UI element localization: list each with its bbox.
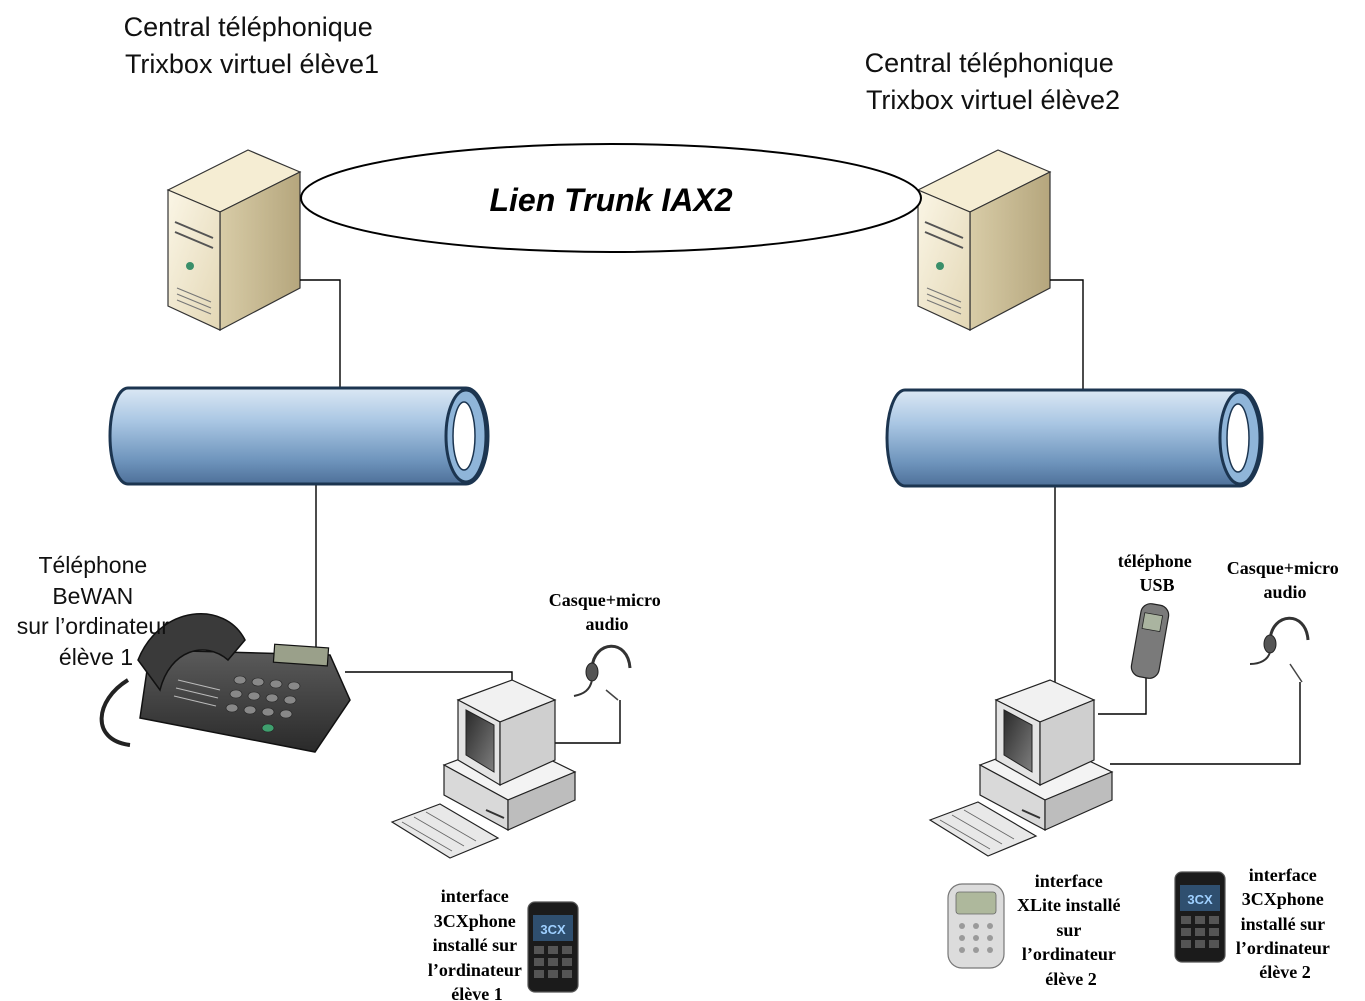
xlite-right-label: interface XLite installé sur l’ordinateu… bbox=[1017, 871, 1125, 989]
usb-phone-icon bbox=[1130, 603, 1170, 679]
xlite-phone-icon bbox=[947, 883, 1005, 969]
headset-right-icon bbox=[1249, 616, 1310, 683]
phone-bewan-label: Téléphone BeWAN sur l’ordinateur élève 1 bbox=[17, 552, 176, 670]
logo-3cx-right: 3CX bbox=[1187, 892, 1213, 907]
server-right-label: Central téléphonique Trixbox virtuel élè… bbox=[865, 48, 1122, 115]
computer-right-icon bbox=[928, 679, 1114, 857]
trunk-ellipse bbox=[300, 143, 922, 253]
softphone-left-label: interface 3CXphone installé sur l’ordina… bbox=[428, 886, 526, 1001]
smartphone-left-icon: 3CX bbox=[527, 901, 579, 993]
pipe-right-icon bbox=[885, 388, 1264, 488]
pipe-left-icon bbox=[108, 386, 490, 486]
connection-lines bbox=[300, 279, 1301, 765]
headset-left-label: Casque+micro audio bbox=[549, 590, 665, 634]
headset-right-label: Casque+micro audio bbox=[1227, 558, 1343, 602]
headset-left-icon bbox=[573, 644, 632, 701]
softphone-right-label: interface 3CXphone installé sur l’ordina… bbox=[1236, 865, 1334, 982]
logo-3cx-left: 3CX bbox=[540, 922, 566, 937]
desk-phone-icon bbox=[99, 613, 351, 753]
usb-phone-label: téléphone USB bbox=[1118, 551, 1197, 595]
computer-left-icon bbox=[390, 679, 577, 859]
trunk-label: Lien Trunk IAX2 bbox=[489, 182, 732, 218]
server-right-icon bbox=[916, 149, 1052, 331]
smartphone-right-icon: 3CX bbox=[1174, 871, 1226, 963]
server-left-label: Central téléphonique Trixbox virtuel élè… bbox=[124, 12, 381, 79]
server-left-icon bbox=[166, 149, 302, 331]
